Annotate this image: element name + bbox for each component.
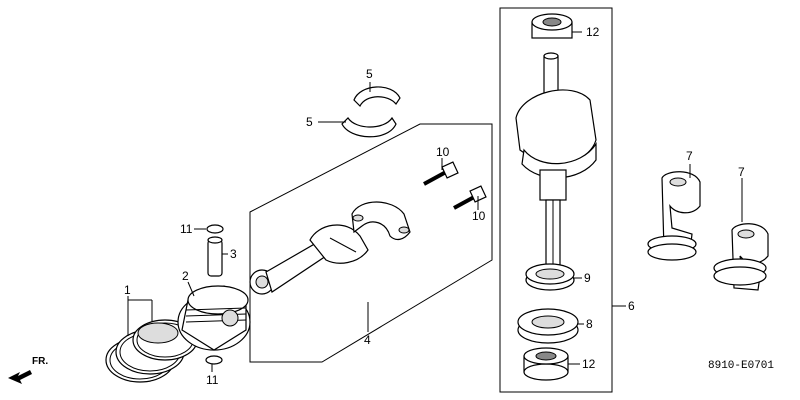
pin-clip-bottom [205,355,223,365]
connecting-rod-group-frame [249,123,493,363]
rod-cap [351,201,411,241]
label-part-5-upper: 5 [366,67,373,81]
crank-gear [525,263,575,291]
crankshaft-variant-b [713,223,769,291]
label-part-9: 9 [584,271,591,285]
label-part-10-upper: 10 [436,145,450,159]
label-part-11-upper: 11 [180,222,193,236]
label-part-2: 2 [182,269,189,283]
ball-bearing-top [531,13,573,39]
front-direction-arrow: FR. [8,356,48,384]
crankshaft-group-frame [499,7,613,393]
label-part-3: 3 [230,247,237,261]
rod-bolt-lower [453,185,487,210]
label-part-8: 8 [586,317,593,331]
label-part-10-lower: 10 [472,209,486,223]
label-part-6: 6 [628,299,635,313]
pin-clip-top [206,224,224,234]
label-part-12-lower: 12 [582,357,596,371]
piston-rings [105,319,198,383]
front-label: FR. [32,356,48,367]
label-part-12-upper: 12 [586,25,600,39]
diagram-code: 8910-E0701 [708,360,774,372]
leader-lines [127,31,743,372]
rod-bolt-upper [423,161,459,186]
bearing-half-upper [353,86,401,108]
bearing-half-lower [341,116,397,138]
label-part-7-left: 7 [686,149,693,163]
ball-bearing-middle [517,308,579,344]
crankshaft [515,52,597,269]
label-part-11-lower: 11 [206,373,219,387]
piston-pin [207,236,223,277]
label-part-5-lower: 5 [306,115,313,129]
label-part-1: 1 [124,283,131,297]
label-part-4: 4 [364,333,371,347]
label-part-7-right: 7 [738,165,745,179]
connecting-rod [249,224,369,295]
crankshaft-variant-a [647,171,701,261]
ball-bearing-bottom [523,347,569,381]
piston [177,285,251,351]
